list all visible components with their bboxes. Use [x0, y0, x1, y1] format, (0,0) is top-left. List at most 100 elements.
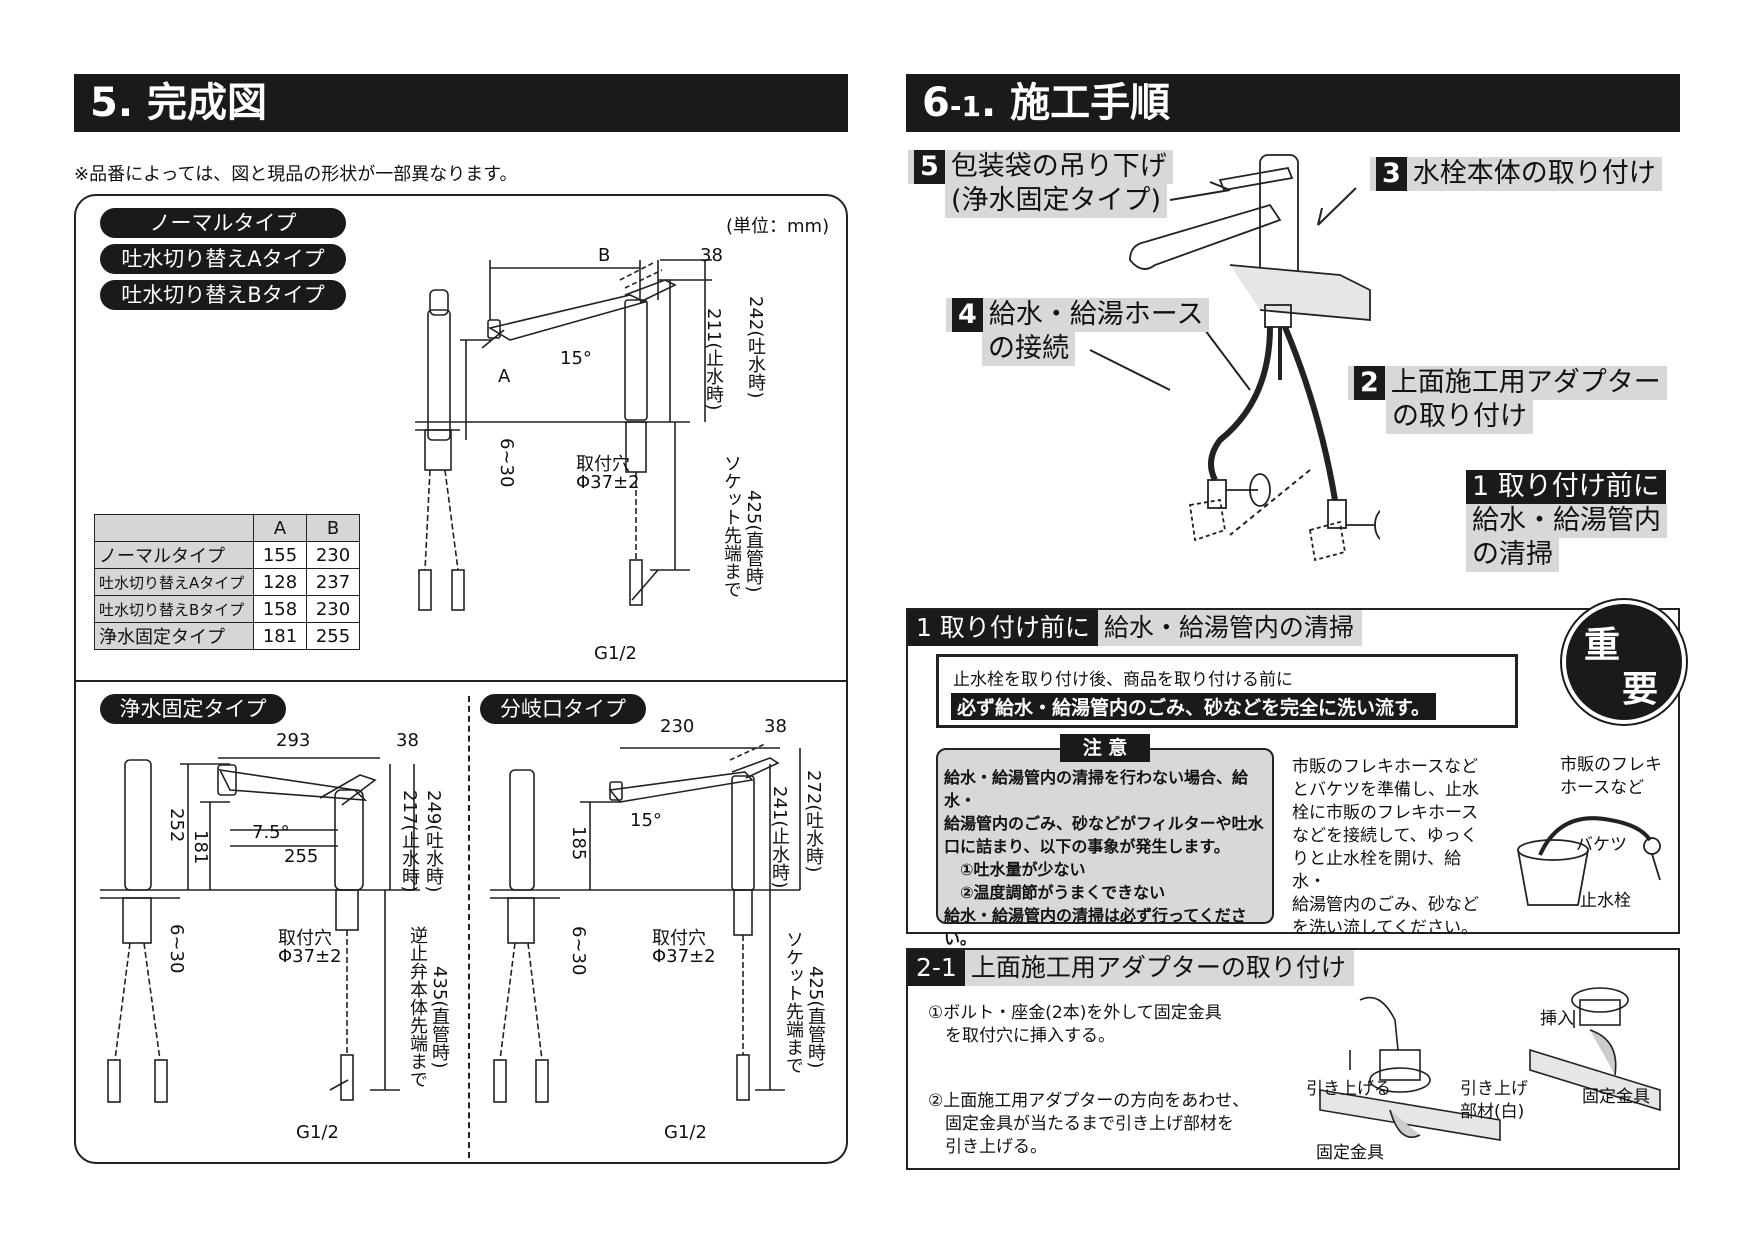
- step-4-line1: 給水・給湯ホース: [988, 299, 1204, 330]
- important-char-1: 重: [1584, 625, 1621, 666]
- dim-249-flow: 249(吐水時): [423, 790, 444, 893]
- step-4-number: 4: [952, 298, 983, 332]
- thread-g12-bunki: G1/2: [664, 1122, 707, 1143]
- unit-label: (単位：mm): [726, 216, 830, 237]
- heading-main-number: 6: [922, 80, 950, 126]
- caution-line: ②温度調節がうまくできない: [944, 883, 1166, 902]
- dim-38-jousui: 38: [396, 730, 419, 751]
- frame-divider-vertical: [468, 696, 470, 1158]
- table-header: A: [253, 514, 307, 542]
- step-1-line: を取付穴に挿入する。: [928, 1026, 1115, 1046]
- dim-185: 185: [568, 826, 589, 861]
- description-line: りと止水栓を開け、給水・: [1292, 849, 1462, 892]
- table-cell: 吐水切り替えBタイプ: [94, 595, 254, 623]
- dim-272-flow: 272(吐水時): [803, 770, 824, 873]
- faucet-dimension-drawing-bunki: [490, 743, 801, 1103]
- step-2-number: 2: [1354, 366, 1385, 400]
- pull-part-line1: 引き上げ: [1460, 1079, 1528, 1099]
- table-header: B: [306, 514, 360, 542]
- check-valve-label: 逆止弁本体先端まで: [407, 926, 428, 1088]
- cleaning-title-text: 給水・給湯管内の清掃: [1103, 613, 1354, 642]
- step-5-label-line2: (浄水固定タイプ): [945, 184, 1168, 218]
- cleaning-title-step: 1 取り付け前に: [908, 610, 1098, 646]
- dim-angle-15-bunki: 15°: [630, 810, 662, 831]
- mount-hole-label-bunki: 取付穴: [652, 928, 706, 949]
- table-cell: 158: [253, 595, 307, 623]
- important-char-2: 要: [1622, 669, 1659, 710]
- important-box: 止水栓を取り付け後、商品を取り付ける前に 必ず給水・給湯管内のごみ、砂などを完全…: [936, 654, 1518, 728]
- caution-line: 給湯管内のごみ、砂などがフィルターや吐水: [944, 814, 1264, 833]
- bucket-label: バケツ: [1576, 835, 1627, 855]
- mount-hole-size: Φ37±2: [576, 472, 640, 493]
- table-header: [94, 514, 254, 542]
- description-line: とバケツを準備し、止水: [1292, 780, 1479, 800]
- fixing-bracket-label: 固定金具: [1316, 1143, 1384, 1163]
- step-2-line: ②上面施工用アダプターの方向をあわせ、: [928, 1091, 1250, 1111]
- dim-b: B: [598, 245, 611, 266]
- type-label-switch-b: 吐水切り替えBタイプ: [100, 280, 346, 310]
- mount-hole-label-jousui: 取付穴: [278, 928, 332, 949]
- mount-hole-label: 取付穴: [576, 454, 630, 475]
- thread-g12-jousui: G1/2: [296, 1122, 339, 1143]
- adapter-step-1: ①ボルト・座金(2本)を外して固定金具 を取付穴に挿入する。: [928, 1002, 1222, 1048]
- description-line: を洗い流してください。: [1292, 918, 1478, 938]
- heading-sub-number: -1: [949, 90, 981, 123]
- table-cell: 128: [253, 568, 307, 596]
- fixing-bracket-label-2: 固定金具: [1582, 1087, 1650, 1107]
- dim-38: 38: [700, 245, 723, 266]
- table-cell: 181: [253, 622, 307, 650]
- table-cell: ノーマルタイプ: [94, 541, 254, 569]
- dim-230-bunki: 230: [660, 716, 695, 737]
- adapter-step-2: ②上面施工用アダプターの方向をあわせ、 固定金具が当たるまで引き上げ部材を 引き…: [928, 1090, 1249, 1159]
- faucet-dimension-drawing-jousui: [100, 757, 420, 1103]
- caution-title: 注 意: [1060, 734, 1150, 762]
- adapter-panel: [906, 948, 1680, 1170]
- table-cell: 237: [306, 568, 360, 596]
- important-box-line2: 必ず給水・給湯管内のごみ、砂などを完全に洗い流す。: [951, 693, 1437, 720]
- dim-6-30-jousui: 6~30: [166, 924, 187, 974]
- bucket-hose-illustration: [1517, 816, 1661, 906]
- table-row: 吐水切り替えBタイプ 158 230: [94, 595, 360, 623]
- table-row: 吐水切り替えAタイプ 128 237: [94, 568, 360, 596]
- caution-box: [936, 748, 1274, 924]
- caution-line: 給水・給湯管内の清掃を行わない場合、給水・: [944, 768, 1249, 810]
- caution-line: ①吐水量が少ない: [944, 860, 1086, 879]
- important-badge: 重 要: [1562, 600, 1686, 724]
- insert-label: 挿入: [1540, 1009, 1574, 1029]
- cleaning-panel-title: 1 取り付け前に給水・給湯管内の清掃: [908, 610, 1362, 646]
- description-line: 栓に市販のフレキホース: [1292, 803, 1479, 823]
- dim-38-bunki: 38: [764, 716, 787, 737]
- step-3-text: 水栓本体の取り付け: [1412, 158, 1656, 189]
- type-label-bunki: 分岐口タイプ: [480, 694, 646, 724]
- caution-line: 給水・給湯管内の清掃は必ず行ってください。: [944, 906, 1247, 948]
- adapter-title-step: 2-1: [908, 950, 965, 986]
- flex-hose-line1: 市販のフレキ: [1560, 755, 1662, 775]
- table-row: ノーマルタイプ 155 230: [94, 541, 360, 569]
- step-5-line1: 包装袋の吊り下げ: [950, 151, 1167, 182]
- dim-211-stop: 211(止水時): [703, 308, 724, 411]
- installation-overview-illustration: [1129, 154, 1380, 562]
- table-cell: 230: [306, 595, 360, 623]
- step-1-line: ①ボルト・座金(2本)を外して固定金具: [928, 1003, 1222, 1023]
- dimension-table: A B ノーマルタイプ 155 230 吐水切り替えAタイプ 128 237 吐…: [94, 514, 360, 650]
- step-1-label-line1: 1 取り付け前に: [1466, 470, 1666, 504]
- dim-252: 252: [166, 808, 187, 843]
- description-line: 給湯管内のごみ、砂など: [1292, 895, 1479, 915]
- table-cell: 吐水切り替えAタイプ: [94, 568, 254, 596]
- cleaning-description: 市販のフレキホースなど とバケツを準備し、止水 栓に市販のフレキホース などを接…: [1292, 756, 1492, 940]
- caution-line: 口に詰まり、以下の事象が発生します。: [944, 837, 1230, 856]
- step-3-number: 3: [1376, 157, 1407, 191]
- dim-6-30-bunki: 6~30: [568, 926, 589, 976]
- pull-part-label: 引き上げ 部材(白): [1460, 1078, 1528, 1124]
- step-1-label-line2: 給水・給湯管内: [1466, 504, 1667, 538]
- dim-181: 181: [190, 830, 211, 865]
- pull-part-line2: 部材(白): [1460, 1102, 1525, 1122]
- section-6-1-heading: 6-1. 施工手順: [906, 74, 1680, 132]
- table-cell: 浄水固定タイプ: [94, 622, 254, 650]
- type-label-switch-a: 吐水切り替えAタイプ: [100, 244, 346, 274]
- step-4-label-line2: の接続: [982, 332, 1075, 366]
- socket-tip-label: ソケット先端まで: [721, 454, 742, 598]
